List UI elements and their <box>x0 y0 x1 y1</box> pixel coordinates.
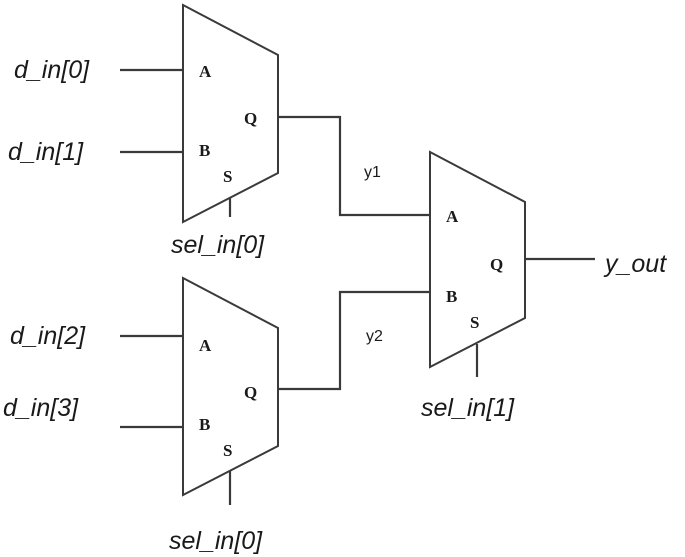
mux-2-port-q: Q <box>244 383 257 402</box>
y-out-label: y_out <box>603 250 667 278</box>
y1-wire <box>278 115 430 217</box>
mux-2-port-a: A <box>199 336 212 355</box>
d-in-1-label: d_in[1] <box>8 138 84 166</box>
mux-3-port-a: A <box>446 207 459 226</box>
mux-1-sel-label: sel_in[0] <box>171 231 265 259</box>
mux-2-sel-label: sel_in[0] <box>169 527 263 555</box>
y2-label: y2 <box>366 328 383 345</box>
mux-3-port-q: Q <box>490 255 503 274</box>
mux-3-port-b: B <box>446 287 457 306</box>
intermediate-wires: y1 y2 <box>278 115 430 391</box>
mux-1-body <box>182 3 279 224</box>
mux-1-port-s: S <box>223 167 232 186</box>
mux-2-port-b: B <box>199 415 210 434</box>
d-in-2-label: d_in[2] <box>10 322 86 350</box>
mux-1: A B Q S d_in[0] d_in[1] sel_in[0] <box>8 3 279 259</box>
y1-label: y1 <box>364 164 381 181</box>
mux-2-port-s: S <box>223 441 232 460</box>
mux-1-port-q: Q <box>244 109 257 128</box>
mux-2: A B Q S d_in[2] d_in[3] sel_in[0] <box>3 276 279 555</box>
d-in-0-label: d_in[0] <box>14 56 90 84</box>
y2-wire <box>278 290 430 391</box>
mux-1-port-b: B <box>199 141 210 160</box>
mux-3: A B Q S y_out sel_in[1] <box>421 150 667 422</box>
mux-3-sel-label: sel_in[1] <box>421 394 515 422</box>
mux-2-body <box>182 276 279 497</box>
mux-3-port-s: S <box>470 313 479 332</box>
mux-3-body <box>429 150 526 369</box>
mux-1-port-a: A <box>199 62 212 81</box>
d-in-3-label: d_in[3] <box>3 394 79 422</box>
